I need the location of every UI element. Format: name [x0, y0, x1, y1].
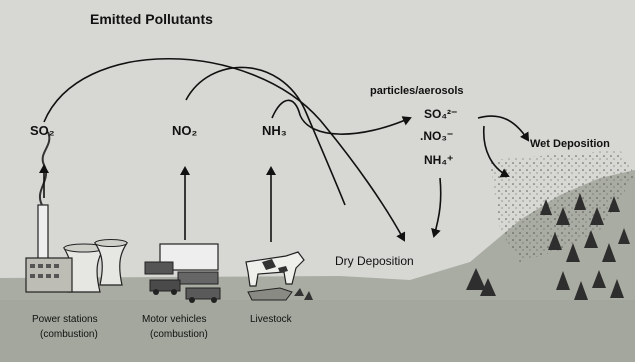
diagram-title: Emitted Pollutants	[90, 11, 213, 27]
nh3-transport-curve	[272, 100, 410, 134]
source-power-line1: Power stations	[32, 314, 98, 325]
so2-transport-curve	[44, 59, 404, 240]
particles-title: particles/aerosols	[370, 85, 464, 97]
dry-deposition-label: Dry Deposition	[335, 254, 414, 268]
wet-deposition-arrow	[478, 116, 528, 140]
no2-label: NO₂	[172, 123, 198, 138]
dry-deposition-arrow	[434, 178, 441, 236]
so2-label: SO₂	[30, 123, 55, 138]
power-station	[26, 132, 127, 292]
ammonium-label: NH₄⁺	[424, 153, 453, 167]
source-livestock-line1: Livestock	[250, 314, 293, 325]
source-vehicles-line2: (combustion)	[150, 329, 208, 340]
sulfate-label: SO₄²⁻	[424, 107, 457, 121]
nitrate-label: .NO₃⁻	[420, 129, 453, 143]
nh3-label: NH₃	[262, 123, 287, 138]
wet-deposition-label: Wet Deposition	[530, 138, 610, 150]
source-vehicles-line1: Motor vehicles	[142, 314, 206, 325]
source-power-line2: (combustion)	[40, 329, 98, 340]
